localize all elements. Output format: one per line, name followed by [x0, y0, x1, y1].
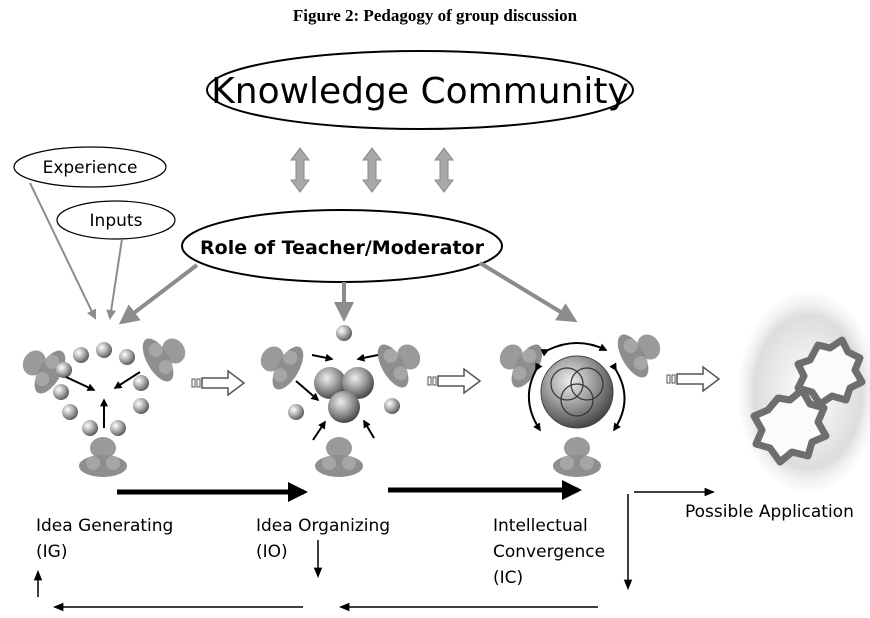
hollow-arrow-1 — [191, 370, 245, 396]
io-person-right — [371, 330, 431, 393]
inputs-arrow — [106, 238, 123, 320]
double-arrow-2 — [362, 147, 382, 193]
io-cluster-ball-2 — [342, 367, 374, 399]
ig-label-line2: (IG) — [36, 542, 67, 562]
inputs-ellipse — [56, 200, 176, 240]
hollow-arrow-2 — [427, 368, 481, 394]
io-ball-top — [336, 325, 352, 341]
io-label-line2: (IO) — [256, 542, 288, 562]
io-cluster-ball-3 — [328, 391, 360, 423]
experience-arrow — [29, 182, 97, 320]
knowledge-community-label: Knowledge Community — [211, 71, 629, 112]
application-label: Possible Application — [685, 502, 854, 522]
double-arrow-3 — [434, 147, 454, 193]
experience-ellipse — [13, 146, 167, 188]
ic-person-right — [611, 320, 671, 383]
ic-person-left — [489, 330, 549, 393]
io-ball-left — [288, 404, 304, 420]
experience-label: Experience — [43, 158, 138, 178]
role-to-ic-arrow — [478, 261, 578, 323]
ig-person-bottom — [79, 437, 127, 477]
io-group — [250, 325, 431, 477]
ic-label-line3: (IC) — [493, 568, 523, 588]
io-ball-right — [384, 398, 400, 414]
ig-idea-balls — [53, 342, 149, 436]
ig-label-line1: Idea Generating — [36, 516, 173, 536]
ic-group — [489, 320, 671, 477]
inputs-label: Inputs — [90, 211, 143, 231]
ig-group — [12, 324, 196, 477]
ic-label-line1: Intellectual — [493, 516, 588, 536]
ic-convergence-ball — [540, 355, 614, 429]
ic-person-bottom — [553, 437, 601, 477]
io-person-bottom — [315, 437, 363, 477]
hollow-arrow-3 — [666, 366, 720, 392]
ic-label-line2: Convergence — [493, 542, 605, 562]
io-label-line1: Idea Organizing — [256, 516, 390, 536]
role-to-ig-arrow — [118, 263, 199, 325]
knowledge-community-ellipse — [206, 50, 634, 130]
role-label: Role of Teacher/Moderator — [200, 237, 485, 259]
figure-title: Figure 2: Pedagogy of group discussion — [292, 6, 578, 25]
io-cluster-ball-1 — [314, 367, 346, 399]
double-arrow-1 — [290, 147, 310, 193]
gears-icon — [738, 292, 870, 492]
